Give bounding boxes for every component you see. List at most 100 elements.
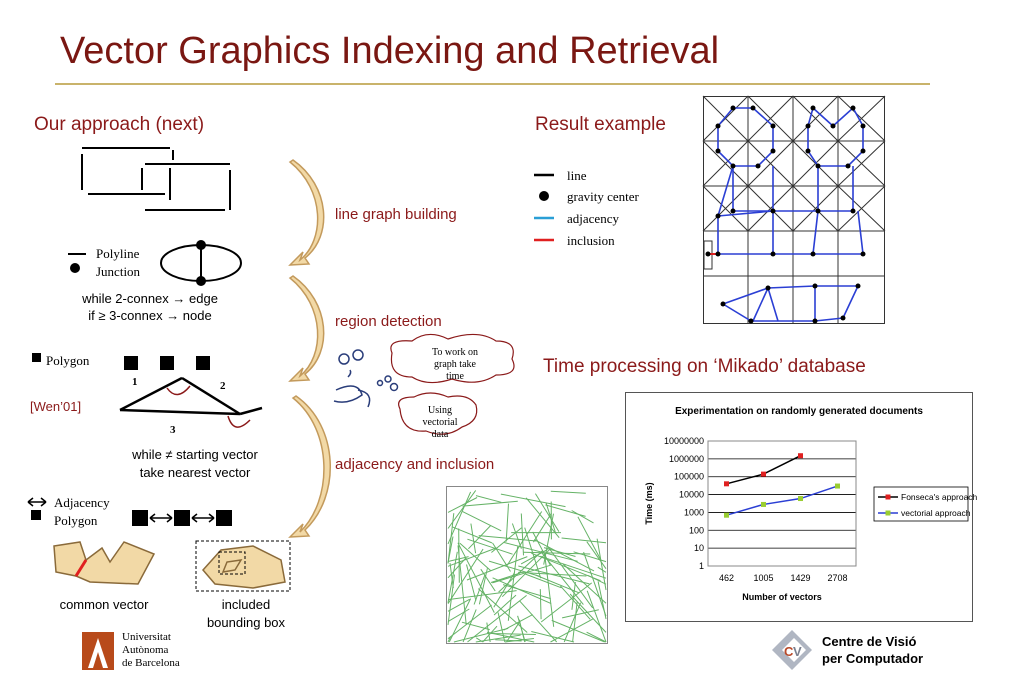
- rule-edge-text: while 2-connex → edge: [82, 291, 218, 306]
- mikado-stick: [462, 511, 502, 532]
- mikado-stick: [490, 572, 521, 583]
- chart-title: Experimentation on randomly generated do…: [675, 406, 923, 417]
- mikado-stick: [546, 545, 594, 609]
- thought-1-line-1: To work on: [432, 347, 478, 358]
- mikado-stick: [457, 542, 495, 613]
- y-tick-label: 1000: [684, 507, 704, 517]
- data-point-1: [798, 453, 803, 459]
- thought-2-line-3: data: [431, 429, 449, 440]
- mikado-stick: [500, 493, 566, 508]
- mikado-stick: [596, 538, 607, 591]
- mikado-stick: [573, 551, 607, 563]
- mikado-stick: [447, 491, 472, 545]
- timing-chart: Experimentation on randomly generated do…: [625, 392, 978, 622]
- vector-number-2: 2: [220, 380, 226, 392]
- mikado-stick: [495, 639, 522, 642]
- mikado-stick: [551, 619, 605, 643]
- mikado-stick: [544, 554, 555, 627]
- legend-adjacency: adjacency: [567, 211, 619, 226]
- mikado-stick: [448, 598, 472, 643]
- included-box-label-2: bounding box: [206, 615, 286, 630]
- mikado-stick: [561, 537, 607, 544]
- mikado-stick: [533, 539, 595, 572]
- included-box-shape: [195, 540, 291, 592]
- mikado-stick: [447, 497, 478, 513]
- mikado-stick: [520, 549, 548, 565]
- mikado-stick: [480, 568, 496, 592]
- mikado-stick: [447, 590, 517, 601]
- raw-lines-drawing: [81, 147, 231, 211]
- arrow-1-icon: [288, 159, 325, 266]
- uab-line-2: Autònoma: [122, 644, 169, 656]
- mikado-stick: [459, 542, 492, 572]
- mikado-stick: [577, 516, 601, 560]
- thought-2-line-1: Using: [428, 405, 452, 416]
- mikado-stick: [561, 609, 599, 619]
- mikado-stick: [583, 551, 607, 617]
- arrow-3-icon: [288, 395, 331, 538]
- series-line-2: [726, 485, 838, 516]
- mikado-stick: [482, 625, 498, 643]
- data-point-1: [761, 471, 766, 477]
- mikado-stick: [462, 500, 518, 507]
- mikado-stick: [505, 503, 509, 542]
- mikado-stick: [462, 609, 477, 643]
- mikado-stick: [447, 598, 470, 612]
- thought-bubble-1: To work on graph take time: [400, 347, 510, 383]
- cvc-line-1: Centre de Visió: [822, 634, 917, 649]
- mikado-stick: [447, 551, 458, 603]
- vector-diagram: [119, 356, 263, 428]
- mikado-stick: [532, 512, 552, 543]
- uab-line-1: Universitat: [122, 631, 171, 643]
- mikado-stick: [586, 541, 607, 569]
- included-box-label-1: included: [221, 597, 271, 612]
- process-arrows: [288, 159, 331, 538]
- mikado-stick: [458, 528, 460, 583]
- y-tick-label: 100: [689, 525, 704, 535]
- adjacency-polygon-label: Polygon: [54, 513, 98, 528]
- series-line-1: [726, 455, 801, 485]
- step-adjacency-inclusion: adjacency and inclusion: [335, 456, 495, 473]
- mikado-stick: [488, 560, 540, 577]
- vector-number-1: 1: [132, 376, 138, 388]
- legend-entry: vectorial approach: [901, 508, 971, 518]
- mikado-stick: [447, 557, 467, 579]
- adjacency-label: Adjacency: [54, 495, 110, 510]
- timing-chart-svg: Experimentation on randomly generated do…: [644, 406, 978, 602]
- y-tick-label: 1000000: [669, 454, 704, 464]
- polyline-label: Polyline: [96, 246, 140, 261]
- mikado-stick: [447, 536, 454, 564]
- mikado-stick: [545, 504, 586, 517]
- mikado-stick: [586, 631, 607, 643]
- data-point-2: [724, 512, 729, 518]
- cvc-line-2: per Computador: [822, 651, 924, 666]
- vector-number-3: 3: [170, 424, 176, 436]
- data-point-2: [835, 483, 840, 489]
- junction-graph: [160, 240, 242, 286]
- legend-swatch-marker: [885, 494, 891, 500]
- mikado-stick: [475, 495, 502, 503]
- mikado-stick: [447, 608, 470, 623]
- thought-bubble-2: Using vectorial data: [404, 405, 476, 441]
- common-vector-shape: [53, 541, 156, 585]
- mikado-stick: [586, 590, 607, 643]
- uab-logo-icon: [82, 632, 114, 670]
- mikado-stick: [503, 614, 533, 631]
- mikado-stick: [478, 535, 537, 542]
- legend-line: line: [567, 168, 587, 183]
- result-example-heading: Result example: [535, 114, 666, 135]
- cvc-logo-icon: C V: [772, 630, 812, 670]
- y-tick-label: 100000: [674, 472, 704, 482]
- legend-entry: Fonseca's approach: [901, 492, 978, 502]
- junction-label: Junction: [96, 264, 141, 279]
- mikado-stick: [493, 594, 517, 616]
- x-tick-label: 2708: [827, 573, 847, 583]
- mikado-stick: [571, 510, 594, 524]
- thought-1-line-2: graph take: [434, 359, 476, 370]
- y-tick-label: 1: [699, 561, 704, 571]
- rule-node-text: if ≥ 3-connex → node: [88, 308, 212, 323]
- mikado-stick: [467, 538, 513, 555]
- mikado-stick: [447, 636, 452, 643]
- mikado-stick: [486, 631, 535, 643]
- mikado-stick: [447, 574, 455, 625]
